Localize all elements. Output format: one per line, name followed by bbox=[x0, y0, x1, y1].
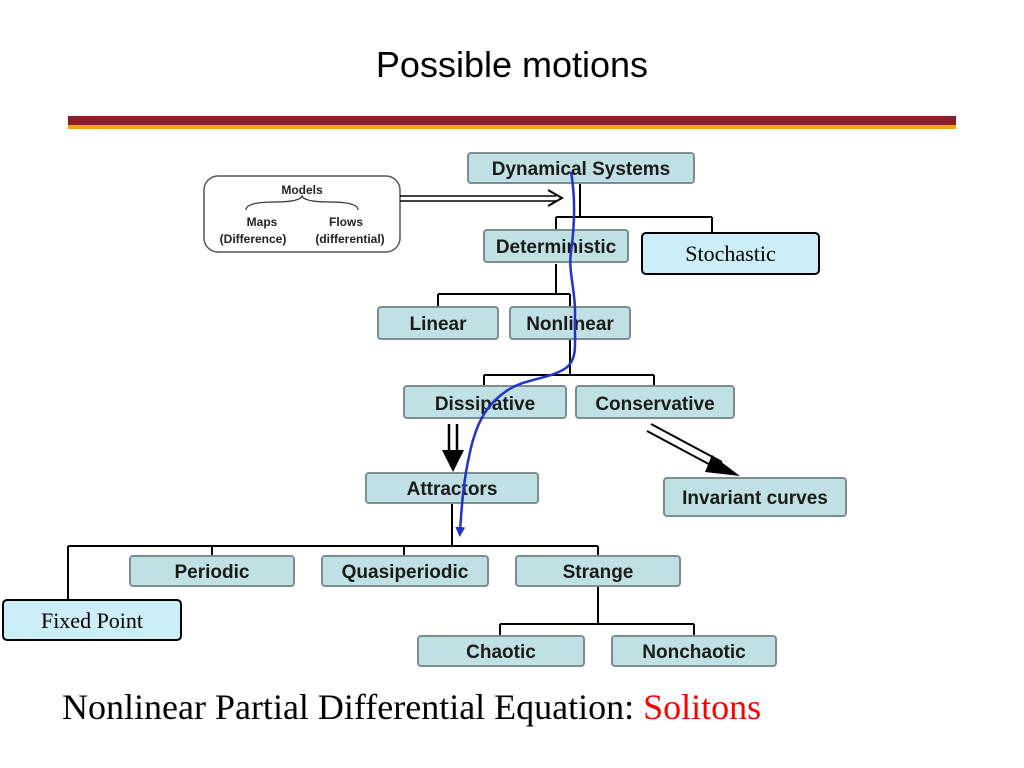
dissipative-arrow bbox=[442, 424, 464, 472]
node-attractors: Attractors bbox=[365, 472, 539, 504]
models-box-frame bbox=[203, 175, 401, 253]
node-nonchaotic-label: Nonchaotic bbox=[642, 642, 746, 663]
node-attractors-label: Attractors bbox=[407, 479, 498, 500]
node-quasiperiodic-label: Quasiperiodic bbox=[342, 562, 469, 583]
node-strange: Strange bbox=[515, 555, 681, 587]
node-linear-label: Linear bbox=[409, 314, 467, 335]
node-strange-label: Strange bbox=[563, 562, 634, 583]
node-conservative: Conservative bbox=[575, 385, 735, 419]
fixed-point-box: Fixed Point bbox=[2, 599, 182, 641]
node-quasiperiodic: Quasiperiodic bbox=[321, 555, 489, 587]
node-nonlinear-label: Nonlinear bbox=[526, 314, 614, 335]
title-rule-dark bbox=[68, 116, 956, 125]
node-chaotic-label: Chaotic bbox=[466, 642, 536, 663]
models-link-arrow bbox=[400, 189, 565, 207]
node-nonlinear: Nonlinear bbox=[509, 306, 631, 340]
node-deterministic: Deterministic bbox=[483, 229, 629, 263]
models-flows-sub: (differential) bbox=[315, 232, 384, 246]
node-chaotic: Chaotic bbox=[417, 635, 585, 667]
node-dynamical-systems: Dynamical Systems bbox=[467, 152, 695, 184]
node-periodic: Periodic bbox=[129, 555, 295, 587]
node-periodic-label: Periodic bbox=[175, 562, 250, 583]
node-nonchaotic: Nonchaotic bbox=[611, 635, 777, 667]
node-dissipative-label: Dissipative bbox=[435, 394, 535, 415]
conservative-arrow bbox=[646, 423, 740, 476]
footer-caption: Nonlinear Partial Differential Equation:… bbox=[62, 683, 761, 731]
node-linear: Linear bbox=[377, 306, 499, 340]
node-dynamical-systems-label: Dynamical Systems bbox=[492, 159, 671, 180]
footer-highlight: Solitons bbox=[643, 687, 762, 727]
node-deterministic-label: Deterministic bbox=[496, 237, 617, 258]
tree-connectors bbox=[67, 182, 713, 636]
node-invariant-curves: Invariant curves bbox=[663, 477, 847, 517]
models-maps-sub: (Difference) bbox=[220, 232, 287, 246]
node-conservative-label: Conservative bbox=[595, 394, 714, 415]
node-invariant-curves-label: Invariant curves bbox=[682, 488, 828, 509]
models-brace bbox=[245, 194, 359, 211]
footer-prefix: Nonlinear Partial Differential Equation: bbox=[62, 687, 644, 727]
slide-title: Possible motions bbox=[375, 44, 649, 85]
title-rule-light bbox=[68, 125, 956, 129]
models-title: Models bbox=[281, 183, 323, 197]
stochastic-box: Stochastic bbox=[641, 232, 820, 275]
models-maps-label: Maps bbox=[247, 215, 278, 229]
models-box: Models Maps (Difference) Flows (differen… bbox=[203, 175, 401, 253]
node-dissipative: Dissipative bbox=[403, 385, 567, 419]
models-flows-label: Flows bbox=[329, 215, 363, 229]
blue-path-arrow bbox=[455, 171, 577, 537]
